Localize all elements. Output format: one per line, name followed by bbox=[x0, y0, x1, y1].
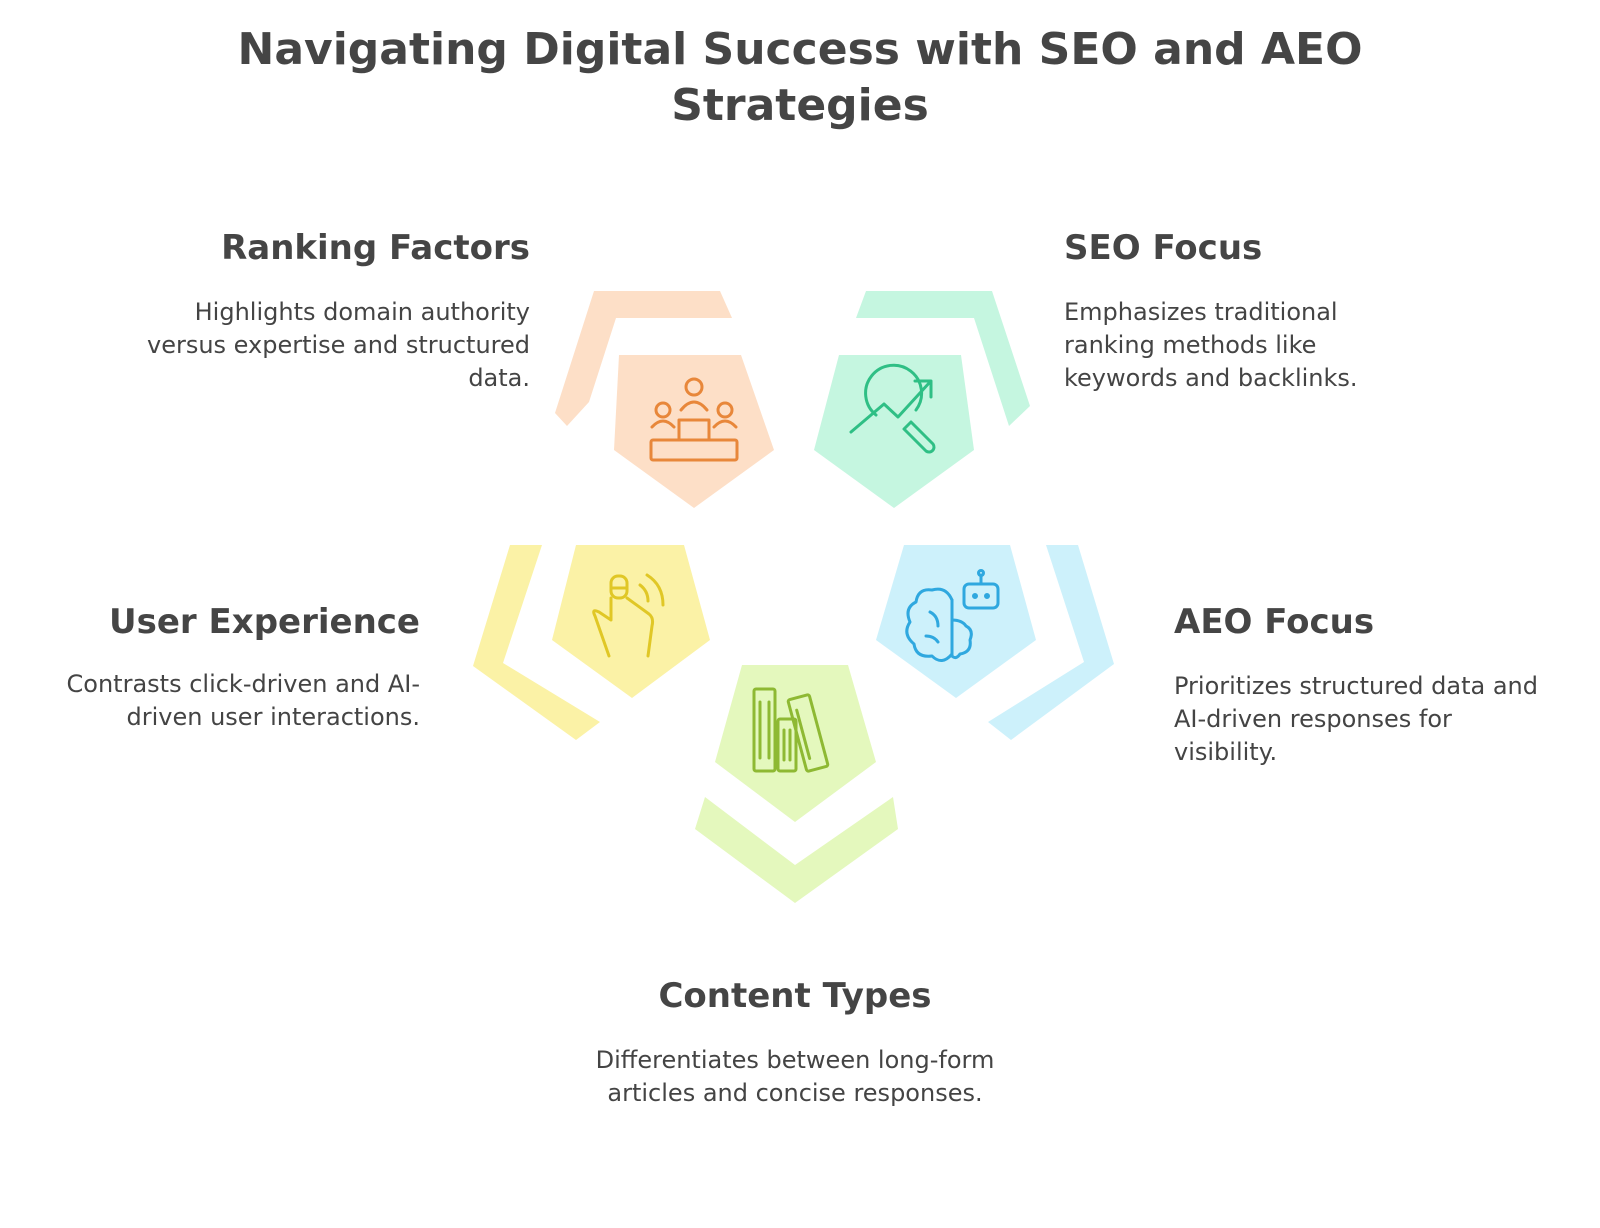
segment-seo bbox=[814, 291, 1030, 508]
segment-aeo bbox=[876, 545, 1114, 740]
search-trend-icon bbox=[849, 363, 936, 454]
aeo-outer-band bbox=[988, 545, 1114, 740]
content-description: Differentiates between long-form article… bbox=[595, 1046, 995, 1107]
user-description: Contrasts click-driven and AI-driven use… bbox=[66, 670, 420, 731]
user-heading: User Experience bbox=[109, 602, 420, 642]
content-heading: Content Types bbox=[658, 976, 932, 1016]
seo-heading: SEO Focus bbox=[1064, 228, 1263, 268]
segment-ranking bbox=[555, 291, 774, 508]
user-pentagon bbox=[552, 545, 710, 698]
ranking-pentagon bbox=[614, 355, 774, 508]
podium-icon bbox=[649, 377, 739, 462]
segment-user bbox=[473, 545, 710, 740]
content-outer-band bbox=[695, 797, 898, 903]
brain-robot-icon bbox=[905, 569, 1000, 662]
ranking-heading: Ranking Factors bbox=[221, 228, 530, 268]
aeo-heading: AEO Focus bbox=[1174, 602, 1375, 642]
seo-description: Emphasizes traditional ranking methods l… bbox=[1064, 298, 1358, 392]
segment-content bbox=[695, 665, 898, 903]
ranking-description: Highlights domain authority versus exper… bbox=[146, 298, 530, 392]
ranking-outer-band bbox=[555, 291, 732, 426]
user-outer-band bbox=[473, 545, 600, 740]
tap-gesture-icon bbox=[592, 573, 665, 658]
seo-pentagon bbox=[814, 355, 974, 508]
aeo-description: Prioritizes structured data and AI-drive… bbox=[1174, 672, 1538, 766]
seo-outer-band bbox=[856, 291, 1030, 426]
page-title: Navigating Digital Success with SEO and … bbox=[237, 24, 1363, 131]
books-icon bbox=[752, 687, 830, 773]
